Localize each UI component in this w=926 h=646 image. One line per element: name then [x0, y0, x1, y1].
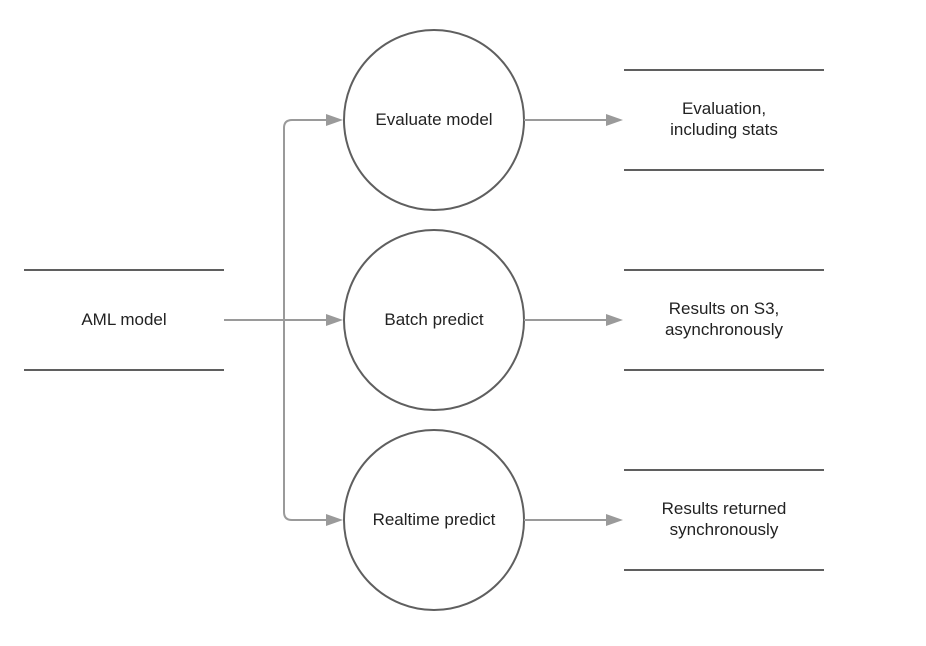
arrow-to-realtime	[326, 514, 343, 526]
sync-results-label-line-2: synchronously	[670, 520, 779, 539]
evaluation-label-line-1: Evaluation,	[682, 99, 766, 118]
arrow-to-s3-results	[606, 314, 623, 326]
realtime-predict-label: Realtime predict	[373, 510, 496, 529]
evaluate-model-label: Evaluate model	[375, 110, 492, 129]
evaluation-label-line-2: including stats	[670, 120, 778, 139]
sync-results-label-line-1: Results returned	[662, 499, 787, 518]
output-s3-results: Results on S3, asynchronously	[624, 269, 824, 371]
arrow-to-sync-results	[606, 514, 623, 526]
process-evaluate-model: Evaluate model	[343, 29, 525, 211]
branch-connector	[224, 114, 343, 526]
process-realtime-predict: Realtime predict	[343, 429, 525, 611]
s3-results-label-line-2: asynchronously	[665, 320, 784, 339]
branch-spine-lower	[283, 320, 330, 521]
arrow-to-batch	[326, 314, 343, 326]
batch-predict-label: Batch predict	[384, 310, 483, 329]
output-evaluation: Evaluation, including stats	[624, 69, 824, 171]
arrow-to-evaluation	[606, 114, 623, 126]
source-data-store: AML model	[24, 269, 224, 371]
process-batch-predict: Batch predict	[343, 229, 525, 411]
source-label: AML model	[81, 310, 166, 329]
arrow-to-evaluate	[326, 114, 343, 126]
s3-results-label-line-1: Results on S3,	[669, 299, 780, 318]
output-sync-results: Results returned synchronously	[624, 469, 824, 571]
branch-spine-upper	[283, 119, 330, 320]
output-connectors	[524, 114, 623, 526]
